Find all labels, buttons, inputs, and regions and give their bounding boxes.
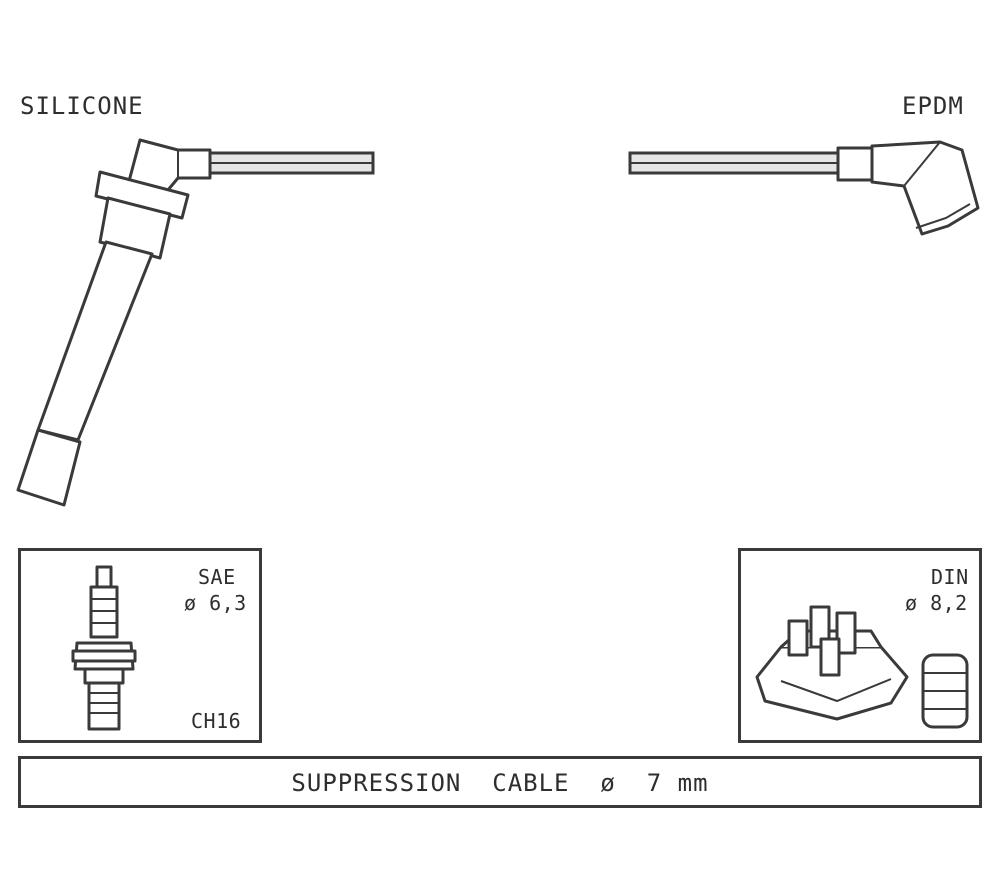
silicone-label: SILICONE bbox=[20, 92, 144, 120]
sae-label: SAE bbox=[198, 565, 236, 589]
din-label: DIN bbox=[931, 565, 969, 589]
din-diameter: ø 8,2 bbox=[905, 591, 968, 615]
spark-plug-icon bbox=[71, 565, 137, 731]
left-tube bbox=[36, 240, 154, 442]
silicone-boot-drawing bbox=[16, 138, 375, 507]
epdm-boot-drawing bbox=[628, 140, 980, 236]
sae-diameter: ø 6,3 bbox=[184, 591, 247, 615]
cable-spec-footer: SUPPRESSION CABLE ø 7 mm bbox=[18, 756, 982, 808]
epdm-label: EPDM bbox=[902, 92, 964, 120]
suppression-cable-text: SUPPRESSION CABLE ø 7 mm bbox=[291, 769, 709, 797]
plug-code: CH16 bbox=[191, 709, 242, 733]
left-terminal bbox=[16, 428, 82, 507]
distributor-cap-icon bbox=[755, 605, 969, 729]
distributor-spec-box: DIN ø 8,2 bbox=[738, 548, 982, 743]
right-elbow bbox=[870, 140, 980, 236]
left-collar bbox=[94, 170, 190, 220]
spark-plug-spec-box: SAE ø 6,3 CH16 bbox=[18, 548, 262, 743]
right-ferrule bbox=[836, 146, 874, 182]
